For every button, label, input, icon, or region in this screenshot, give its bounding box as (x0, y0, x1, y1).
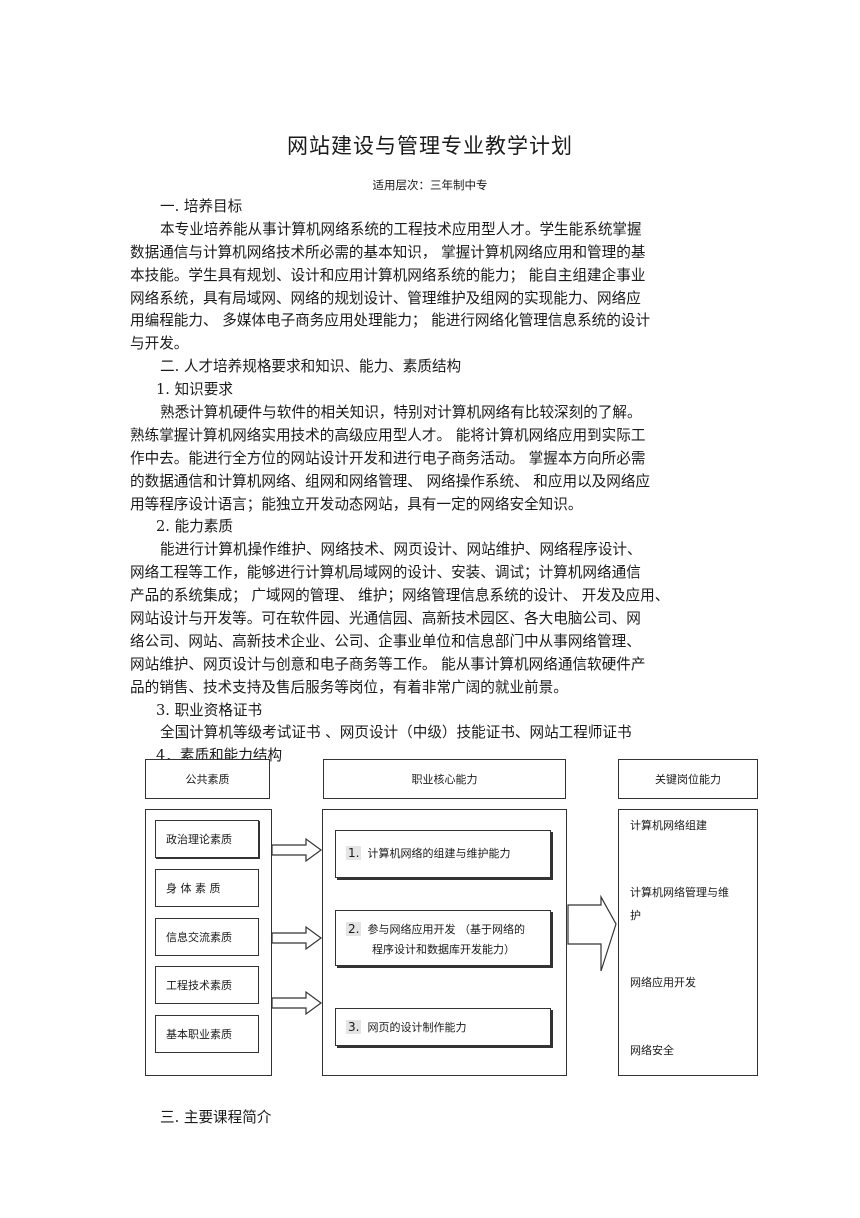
ability-number: 1. (346, 846, 362, 860)
quality-item: 基本职业素质 (155, 1015, 259, 1053)
core-abilities-column (322, 809, 567, 1076)
paragraph-line: 络公司、网站、高新技术企业、公司、企事业单位和信息部门中从事网络管理、 (130, 632, 641, 650)
paragraph-line: 网络系统，具有局域网、网络的规划设计、管理维护及组网的实现能力、网络应 (130, 289, 641, 307)
quality-item: 信息交流素质 (155, 918, 259, 956)
paragraph-line: 与开发。 (130, 335, 189, 353)
core-ability-item: 3. 网页的设计制作能力 (335, 1008, 551, 1046)
paragraph-line: 作中去。能进行全方位的网站设计开发和进行电子商务活动。 掌握本方向所必需 (130, 449, 646, 467)
key-role-item: 网络应用开发 (630, 976, 696, 989)
section-heading: 一. 培养目标 (160, 198, 243, 215)
subsection-heading: 3. 职业资格证书 (156, 701, 263, 719)
paragraph-line: 网络工程等工作，能够进行计算机局域网的设计、安装、调试；计算机网络通信 (130, 564, 641, 582)
paragraph-line: 熟悉计算机硬件与软件的相关知识，特别对计算机网络有比较深刻的了解。 (160, 404, 642, 422)
core-abilities-header: 职业核心能力 (323, 759, 566, 799)
quality-item: 政治理论素质 (155, 820, 259, 858)
arrow-icon (271, 990, 323, 1016)
core-ability-item: 2. 参与网络应用开发 （基于网络的 程序设计和数据库开发能力） (335, 910, 551, 966)
ability-number: 2. (346, 922, 362, 936)
quality-item: 工程技术素质 (155, 966, 259, 1004)
paragraph-line: 品的销售、技术支持及售后服务等岗位，有着非常广阔的就业前景。 (130, 678, 568, 696)
document-body: 一. 培养目标 本专业培养能从事计算机网络系统的工程技术应用型人才。学生能系统掌… (130, 196, 730, 768)
paragraph-line: 全国计算机等级考试证书 、网页设计（中级）技能证书、网站工程师证书 (160, 724, 632, 742)
key-role-item: 计算机网络组建 (630, 819, 707, 832)
arrow-icon (271, 925, 323, 951)
subsection-heading: 1. 知识要求 (156, 381, 233, 399)
big-arrow-icon (567, 894, 617, 972)
arrow-icon (271, 837, 323, 863)
ability-text: 网页的设计制作能力 (367, 1021, 467, 1034)
ability-text: 参与网络应用开发 （基于网络的 (367, 923, 525, 936)
paragraph-line: 本专业培养能从事计算机网络系统的工程技术应用型人才。学生能系统掌握 (160, 220, 642, 238)
paragraph-line: 用编程能力、 多媒体电子商务应用处理能力； 能进行网络化管理信息系统的设计 (130, 312, 651, 330)
section-heading: 二. 人才培养规格要求和知识、能力、素质结构 (160, 358, 462, 376)
key-role-item: 计算机网络管理与维 (630, 886, 729, 899)
ability-text-continued: 程序设计和数据库开发能力） (372, 943, 515, 956)
ability-text: 计算机网络的组建与维护能力 (367, 847, 511, 860)
key-roles-column (618, 809, 758, 1076)
document-subtitle: 适用层次：三年制中专 (372, 178, 488, 192)
key-role-continued: 护 (630, 909, 641, 922)
paragraph-line: 产品的系统集成； 广域网的管理、 维护；网络管理信息系统的设计、 开发及应用、 (130, 587, 670, 605)
paragraph-line: 网站维护、网页设计与创意和电子商务等工作。 能从事计算机网络通信软硬件产 (130, 655, 646, 673)
paragraph-line: 数据通信与计算机网络技术所必需的基本知识， 掌握计算机网络应用和管理的基 (130, 243, 646, 261)
key-role-item: 网络安全 (630, 1044, 674, 1057)
paragraph-line: 用等程序设计语言；能独立开发动态网站，具有一定的网络安全知识。 (130, 495, 583, 513)
key-roles-header: 关键岗位能力 (618, 759, 758, 799)
public-qualities-header: 公共素质 (145, 759, 270, 799)
ability-number: 3. (346, 1020, 362, 1034)
section-heading-courses: 三. 主要课程简介 (160, 1109, 272, 1126)
paragraph-line: 网站设计与开发等。可在软件园、光通信园、高新技术园区、各大电脑公司、网 (130, 610, 641, 628)
subsection-heading: 2. 能力素质 (156, 518, 233, 536)
document-title: 网站建设与管理专业教学计划 (287, 134, 573, 158)
paragraph-line: 的数据通信和计算机网络、组网和网络管理、 网络操作系统、 和应用以及网络应 (130, 472, 651, 490)
paragraph-line: 能进行计算机操作维护、网络技术、网页设计、网站维护、网络程序设计、 (160, 541, 642, 559)
paragraph-line: 本技能。学生具有规划、设计和应用计算机网络系统的能力； 能自主组建企事业 (130, 266, 646, 284)
paragraph-line: 熟练掌握计算机网络实用技术的高级应用型人才。 能将计算机网络应用到实际工 (130, 426, 646, 444)
quality-item: 身 体 素 质 (155, 869, 259, 907)
core-ability-item: 1. 计算机网络的组建与维护能力 (335, 830, 551, 878)
